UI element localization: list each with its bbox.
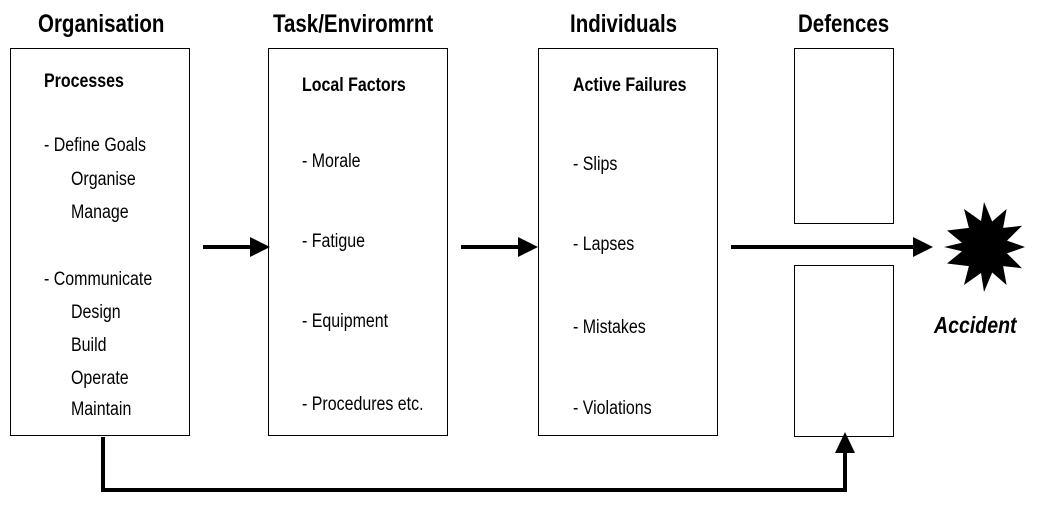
- organisation-item: Operate: [71, 368, 129, 389]
- arrow-individuals-to-accident: [731, 237, 933, 257]
- individuals-item: - Lapses: [573, 234, 635, 255]
- task-item: - Fatigue: [302, 231, 365, 252]
- heading-task-environment: Task/Enviromrnt: [273, 10, 434, 38]
- defence-layer-lower: [794, 265, 894, 437]
- individuals-item: - Slips: [573, 154, 618, 175]
- task-item: - Morale: [302, 151, 361, 172]
- organisation-box: Processes - Define Goals Organise Manage…: [10, 48, 190, 436]
- feedback-arrow-organisation-to-defences: [101, 432, 855, 492]
- organisation-item: Manage: [71, 202, 129, 223]
- defence-layer-upper: [794, 48, 894, 224]
- task-box-title: Local Factors: [302, 75, 406, 96]
- individuals-box-title: Active Failures: [573, 75, 687, 96]
- task-item: - Equipment: [302, 311, 389, 332]
- organisation-item: Build: [71, 335, 107, 356]
- organisation-item: - Define Goals: [44, 135, 147, 156]
- organisation-item: - Communicate: [44, 269, 153, 290]
- arrow-organisation-to-task: [203, 237, 270, 257]
- individuals-item: - Violations: [573, 398, 652, 419]
- task-item: - Procedures etc.: [302, 394, 424, 415]
- heading-organisation: Organisation: [38, 10, 165, 38]
- organisation-box-title: Processes: [44, 71, 124, 92]
- heading-individuals: Individuals: [570, 10, 678, 38]
- organisation-item: Organise: [71, 169, 136, 190]
- individuals-item: - Mistakes: [573, 317, 646, 338]
- task-environment-box: Local Factors - Morale - Fatigue - Equip…: [268, 48, 448, 436]
- accident-label: Accident: [934, 312, 1017, 338]
- arrow-task-to-individuals: [461, 237, 538, 257]
- organisation-item: Design: [71, 302, 121, 323]
- heading-defences: Defences: [798, 10, 890, 38]
- starburst-icon: [944, 202, 1025, 292]
- organisation-item: Maintain: [71, 399, 132, 420]
- individuals-box: Active Failures - Slips - Lapses - Mista…: [538, 48, 718, 436]
